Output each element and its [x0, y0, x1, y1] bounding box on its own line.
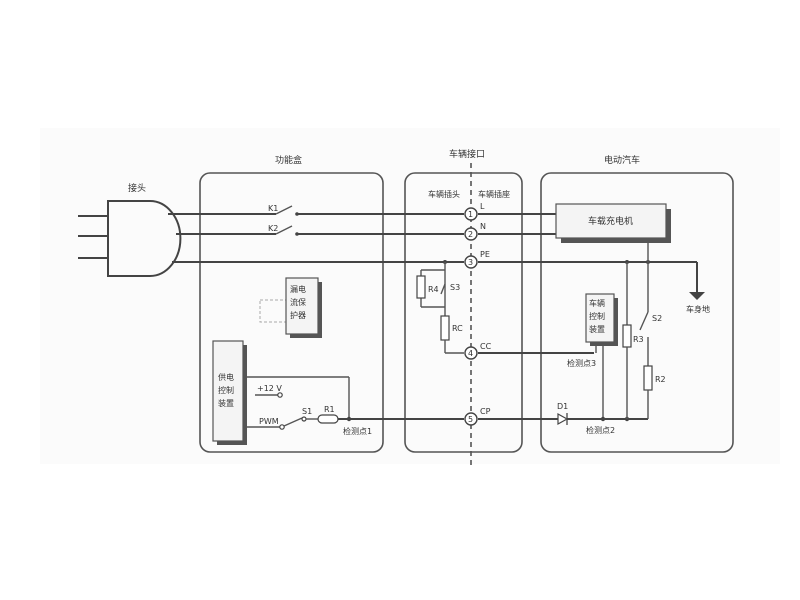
ev-title: 电动汽车: [604, 154, 640, 166]
ev-panel: [540, 172, 734, 453]
leakage-protector-line2: 流保: [290, 297, 306, 307]
pin-2-num: 2: [468, 230, 473, 239]
k2-label: K2: [268, 224, 278, 233]
supply-control-line1: 供电: [218, 372, 234, 382]
pwm-terminal: [279, 424, 285, 430]
pin-4: 4 CC: [464, 342, 492, 360]
function-box-title: 功能盒: [275, 154, 302, 166]
cc-circuit: R4 S3 RC: [416, 260, 594, 354]
plug: 接头: [78, 182, 182, 277]
vehicle-control-line2: 控制: [589, 311, 605, 321]
vehicle-control-line1: 车辆: [589, 298, 605, 308]
detection-point-3-label: 检测点3: [567, 358, 596, 368]
s3-label: S3: [450, 283, 460, 292]
pin-5-name: CP: [480, 407, 491, 416]
pin-3-num: 3: [468, 258, 473, 267]
onboard-charger-label: 车载充电机: [588, 215, 633, 227]
r2-label: R2: [655, 375, 666, 384]
vehicle-interface-title: 车辆接口: [449, 148, 485, 160]
vehicle-control-line3: 装置: [589, 324, 605, 334]
switch-s2: S2: [639, 311, 662, 331]
switch-s3: S3: [440, 283, 460, 295]
pin-2: 2 N: [464, 222, 486, 241]
pin-3: 3 PE: [464, 250, 490, 269]
interface-pins: 1 L 2 N 3 PE 4 CC 5 CP: [464, 202, 492, 426]
vehicle-socket-label: 车辆插座: [478, 189, 510, 199]
switch-k1: K1: [268, 204, 299, 216]
resistor-r4: R4: [416, 275, 439, 299]
vehicle-interface-panel: [404, 172, 523, 453]
plus12v-terminal: [277, 392, 283, 398]
vehicle-control-device: 车辆 控制 装置: [585, 293, 618, 346]
switch-k2: K2: [268, 224, 299, 236]
body-ground-icon: 车身地: [686, 292, 710, 314]
switch-s1: S1: [283, 407, 312, 427]
leakage-protector-line3: 护器: [290, 310, 306, 320]
onboard-charger: 车载充电机: [555, 203, 671, 243]
d1-label: D1: [557, 402, 568, 411]
s2-label: S2: [652, 314, 662, 323]
supply-control-device: 供电 控制 装置: [212, 340, 247, 445]
pin-3-name: PE: [480, 250, 490, 259]
r3-label: R3: [633, 335, 644, 344]
r1-label: R1: [324, 405, 335, 414]
resistor-r1: R1: [317, 405, 339, 424]
plus12v-label: +12 V: [257, 384, 282, 393]
pwm-label: PWM: [259, 417, 279, 426]
detection-point-2-node: [600, 416, 606, 422]
plug-body: [107, 200, 182, 277]
r4-label: R4: [428, 285, 439, 294]
function-box-panel: [199, 172, 384, 453]
k1-label: K1: [268, 204, 278, 213]
scan-band: [40, 128, 780, 464]
detection-point-2-label: 检测点2: [586, 425, 615, 435]
detection-point-1-label: 检测点1: [343, 426, 372, 436]
pin-1: 1 L: [464, 202, 485, 221]
pin-5: 5 CP: [464, 407, 491, 426]
pin-2-name: N: [480, 222, 486, 231]
pin-1-num: 1: [468, 210, 473, 219]
supply-control-line2: 控制: [218, 385, 234, 395]
plug-label: 接头: [128, 182, 146, 194]
pin-5-num: 5: [468, 415, 473, 424]
leakage-protector-line1: 漏电: [290, 284, 306, 294]
power-lines: [168, 213, 698, 292]
pin-4-name: CC: [480, 342, 492, 351]
pin-1-name: L: [480, 202, 485, 211]
supply-control-line3: 装置: [218, 398, 234, 408]
rc-label: RC: [452, 324, 463, 333]
body-ground-label: 车身地: [686, 304, 710, 314]
detection-point-1-node: [346, 416, 352, 422]
s1-label: S1: [302, 407, 312, 416]
vehicle-plug-label: 车辆插头: [428, 189, 460, 199]
leakage-protector: 漏电 流保 护器: [259, 277, 322, 338]
pin-4-num: 4: [468, 349, 473, 358]
